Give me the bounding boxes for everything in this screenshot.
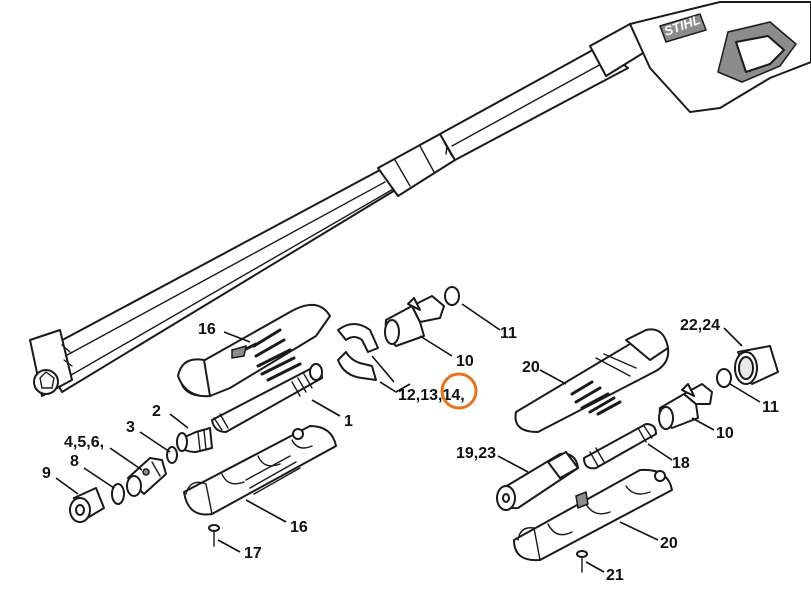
label-22-24: 22,24 [680,317,720,334]
label-19-23: 19,23 [456,445,496,462]
label-12-13-14: 12,13,14, [398,387,465,404]
part-20-lower-housing [513,468,673,562]
part-16-lower-shell [183,425,337,516]
part-8-o-ring [111,483,125,505]
label-4-5-6: 4,5,6, [64,434,104,451]
label-10-left: 10 [456,353,474,370]
label-18: 18 [672,455,690,472]
part-3-o-ring [166,446,178,464]
label-11-left: 11 [500,325,517,342]
part-20-upper-housing [514,328,670,433]
label-9: 9 [42,465,51,482]
part-19-23-adapter [496,451,579,511]
label-2: 2 [152,403,161,420]
label-8: 8 [70,453,79,470]
part-10-connector-left [384,295,445,347]
part-4-5-6-nozzle [126,457,167,497]
label-16-lower: 16 [290,519,308,536]
label-20-upper: 20 [522,359,540,376]
highlight-circle[interactable] [440,372,478,410]
part-12-13-14-clips [337,323,379,381]
part-22-24-cap [734,345,779,385]
part-21-screw [576,550,588,573]
part-11-o-ring-right [716,368,732,388]
part-1-tube [211,363,323,433]
callout-labels: 16 2 3 4,5,6, 8 9 1 16 17 12,13,14, 10 1… [42,317,779,584]
label-10-right: 10 [716,425,734,442]
label-16-upper: 16 [198,321,216,338]
part-2-nozzle-seat [176,427,213,453]
label-20-lower: 20 [660,535,678,552]
spray-lance: STIHL [29,1,811,397]
label-17: 17 [244,545,262,562]
part-9-nozzle-cap [69,487,105,523]
part-10-connector-right [658,383,713,430]
part-16-upper-shell [177,304,331,398]
part-18-tube [583,423,657,470]
label-21: 21 [606,567,624,584]
label-1: 1 [344,413,353,430]
part-11-o-ring-left [444,286,460,306]
label-11-right: 11 [762,399,779,416]
label-3: 3 [126,419,135,436]
part-17-screw [208,524,220,547]
leader-lines [55,303,761,573]
